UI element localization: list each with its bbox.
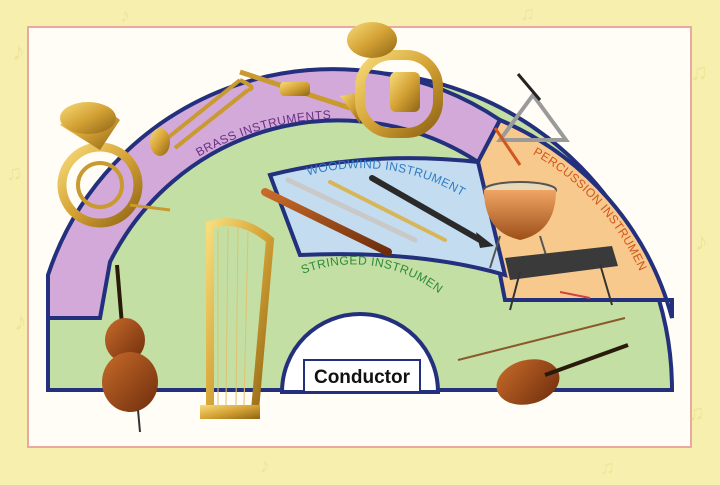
- woodwind-section: [267, 156, 508, 278]
- triangle-icon: [493, 73, 570, 166]
- conductor-label-box: [303, 359, 421, 393]
- svg-text:♪: ♪: [14, 306, 27, 336]
- timpani-icon: [483, 181, 557, 269]
- trombone-icon: [150, 78, 254, 156]
- tuba-icon: [347, 22, 443, 138]
- svg-text:♫: ♫: [688, 400, 705, 425]
- clarinet-icon: [369, 175, 494, 248]
- cello-icon: [102, 264, 158, 433]
- french-horn-icon: [57, 102, 171, 228]
- bassoon-icon: [261, 188, 392, 256]
- harp-icon: [200, 218, 275, 419]
- svg-text:♪: ♪: [120, 5, 130, 27]
- xylophone-icon: [505, 246, 618, 311]
- flute-icon: [285, 177, 447, 243]
- svg-text:♫: ♫: [6, 160, 23, 185]
- svg-text:♫: ♫: [690, 59, 708, 86]
- violin-icon: [457, 317, 629, 405]
- svg-text:♪: ♪: [260, 455, 270, 477]
- svg-text:♪: ♪: [12, 36, 25, 66]
- svg-text:♫: ♫: [520, 3, 535, 25]
- svg-text:♫: ♫: [600, 457, 615, 479]
- svg-text:♪: ♪: [695, 226, 708, 256]
- conductor-label: Conductor: [314, 367, 411, 388]
- background-pattern: ♪ ♫ ♪ ♫ ♪ ♫ ♪ ♫ ♪ ♫: [6, 3, 708, 479]
